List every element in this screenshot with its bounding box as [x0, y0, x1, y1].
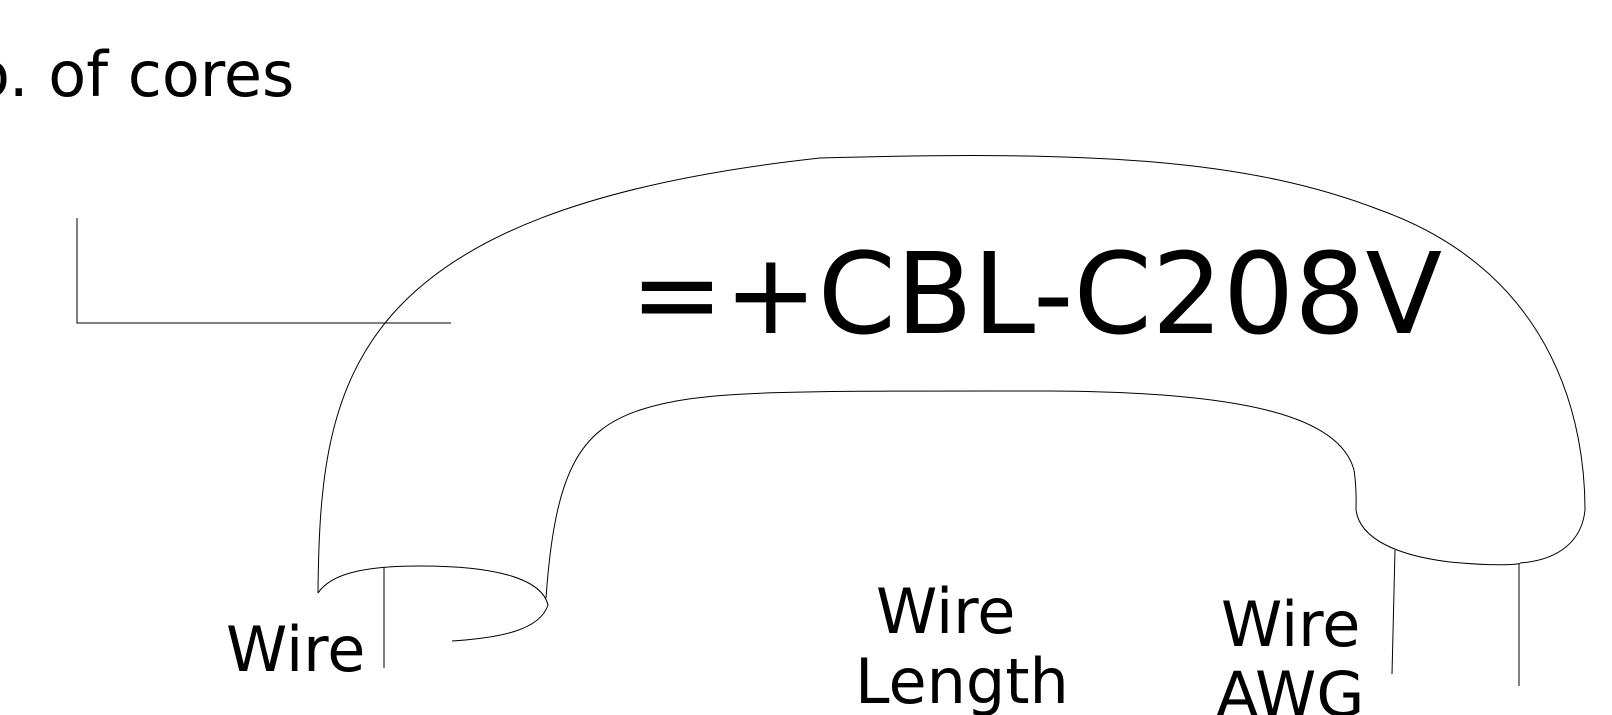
wire-awg-label-line2: AWG [1216, 658, 1364, 715]
cable-left-end [317, 565, 549, 642]
wire-awg-label-line1: Wire [1221, 588, 1360, 661]
wire-awg-leader-line [1391, 549, 1396, 675]
cable-inner-arch [545, 390, 1357, 599]
wire-length-label-line2: Length [855, 645, 1069, 715]
wire-label: Wire [226, 613, 365, 686]
cores-bracket-line [76, 218, 451, 324]
wire-length-label-line1: Wire [876, 575, 1015, 648]
cable-outer-arch [317, 155, 1586, 594]
no-of-cores-label: o. of cores [0, 38, 294, 111]
cable-right-end [1355, 509, 1521, 566]
cable-id-label: =+CBL-C208V [630, 230, 1442, 360]
